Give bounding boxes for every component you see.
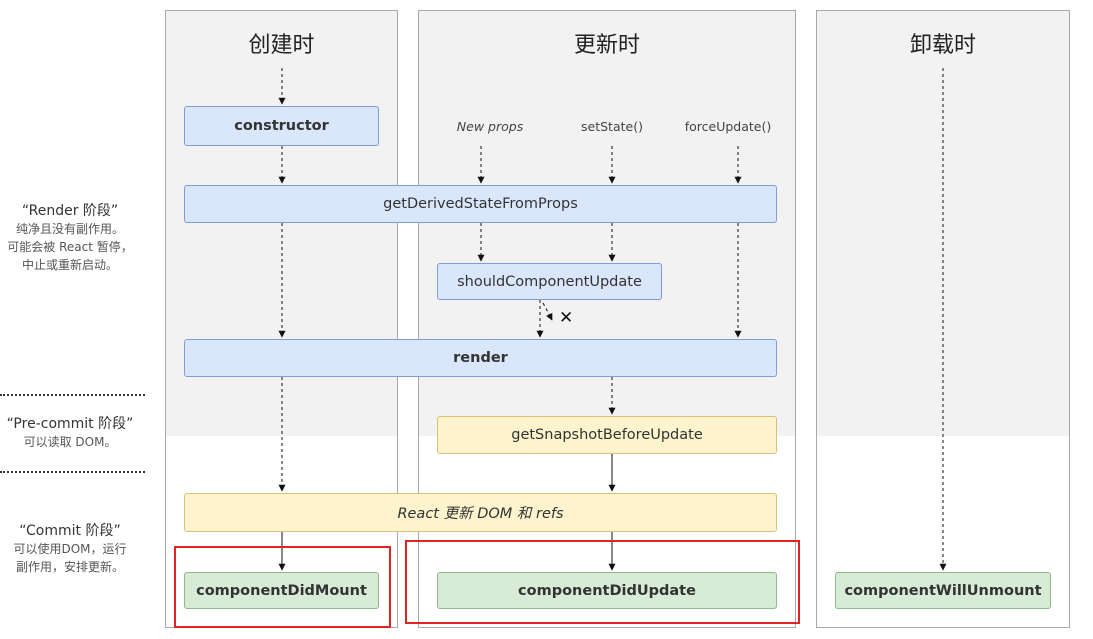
new-props-trigger: New props <box>456 119 524 134</box>
arrow-shouldupdate-cancel <box>542 302 553 321</box>
precommit-phase-desc: 可以读取 DOM。 <box>23 435 117 449</box>
update-column-title: 更新时 <box>573 33 640 58</box>
render-phase-desc-3: 中止或重新启动。 <box>21 258 118 272</box>
component-will-unmount-box: componentWillUnmount <box>835 572 1051 609</box>
force-update-trigger: forceUpdate() <box>684 119 772 134</box>
unmount-column-title: 卸载时 <box>909 33 976 58</box>
get-derived-state-box: getDerivedStateFromProps <box>184 185 777 223</box>
render-phase-title: “Render 阶段” <box>21 203 119 219</box>
render-phase-desc-2: 可能会被 React 暂停， <box>7 240 133 254</box>
commit-phase-desc-1: 可以使用DOM，运行 <box>13 542 127 556</box>
precommit-phase-label: “Pre-commit 阶段” 可以读取 DOM。 <box>0 413 145 451</box>
mount-column-title: 创建时 <box>248 33 315 58</box>
commit-phase-title: “Commit 阶段” <box>19 523 121 539</box>
commit-phase-desc-2: 副作用，安排更新。 <box>15 560 124 574</box>
render-phase-label: “Render 阶段” 纯净且没有副作用。 可能会被 React 暂停， 中止或… <box>0 200 145 274</box>
render-box: render <box>184 339 777 377</box>
did-update-highlight <box>405 540 800 624</box>
set-state-trigger: setState() <box>581 119 643 134</box>
react-updates-dom-box: React 更新 DOM 和 refs <box>184 493 777 532</box>
render-phase-desc-1: 纯净且没有副作用。 <box>15 222 124 236</box>
cancel-icon: ✕ <box>559 308 574 328</box>
did-mount-highlight <box>174 546 391 628</box>
precommit-phase-title: “Pre-commit 阶段” <box>6 416 134 432</box>
component-did-update-box: componentDidUpdate <box>437 572 777 609</box>
should-component-update-box: shouldComponentUpdate <box>437 263 662 300</box>
commit-phase-label: “Commit 阶段” 可以使用DOM，运行 副作用，安排更新。 <box>0 520 145 576</box>
get-snapshot-box: getSnapshotBeforeUpdate <box>437 416 777 454</box>
component-did-mount-box: componentDidMount <box>184 572 379 609</box>
precommit-commit-separator <box>0 471 145 473</box>
constructor-box: constructor <box>184 106 379 146</box>
render-precommit-separator <box>0 394 145 396</box>
